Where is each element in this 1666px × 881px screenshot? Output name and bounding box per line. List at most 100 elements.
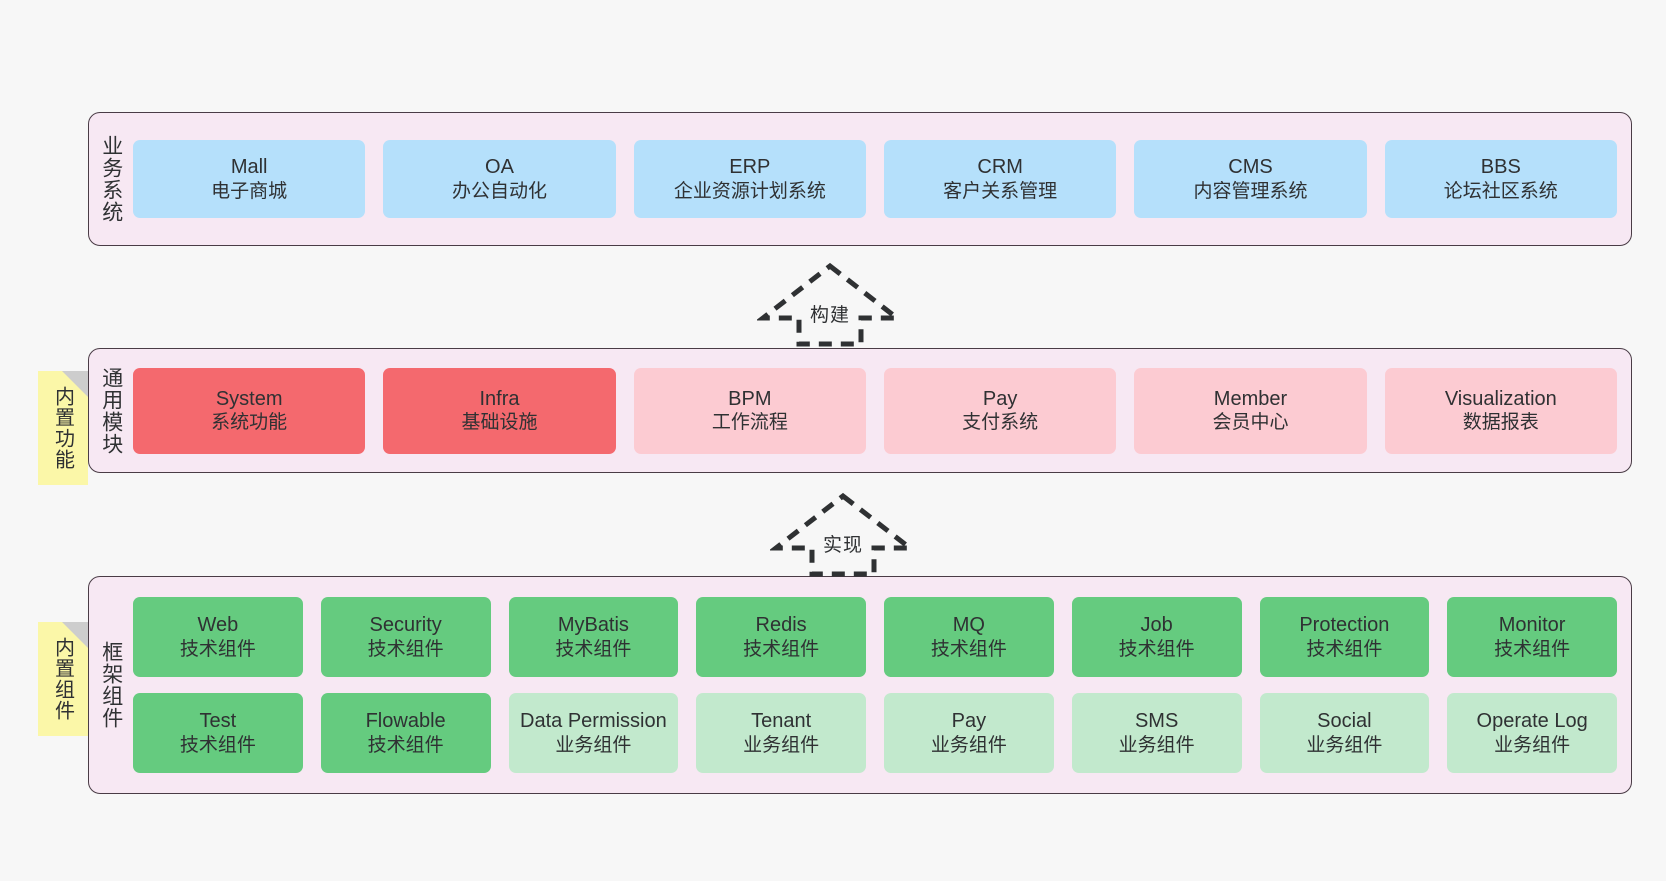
node-pay-component[interactable]: Pay 业务组件 xyxy=(884,693,1054,773)
node-title: Monitor xyxy=(1498,614,1566,637)
node-title: Security xyxy=(369,614,442,637)
node-redis[interactable]: Redis 技术组件 xyxy=(696,597,866,677)
node-row: Mall 电子商城 OA 办公自动化 ERP 企业资源计划系统 CRM 客户关系… xyxy=(133,140,1617,218)
node-title: ERP xyxy=(729,156,771,179)
node-subtitle: 电子商城 xyxy=(211,180,288,202)
layer-common-modules: 通用模块 System 系统功能 Infra 基础设施 BPM 工作流程 Pay… xyxy=(88,348,1632,473)
node-subtitle: 业务组件 xyxy=(1306,734,1383,756)
node-title: SMS xyxy=(1134,710,1179,733)
node-title: Tenant xyxy=(751,710,812,733)
node-tenant[interactable]: Tenant 业务组件 xyxy=(696,693,866,773)
connector-implement-arrow: 实现 xyxy=(770,492,916,578)
node-subtitle: 技术组件 xyxy=(930,638,1007,660)
layer-title-business-system: 业务系统 xyxy=(99,135,123,223)
node-web[interactable]: Web 技术组件 xyxy=(133,597,303,677)
node-title: Web xyxy=(197,614,239,637)
node-row: Web 技术组件 Security 技术组件 MyBatis 技术组件 Redi… xyxy=(133,597,1617,677)
node-subtitle: 支付系统 xyxy=(962,412,1039,434)
node-social[interactable]: Social 业务组件 xyxy=(1259,693,1430,773)
node-subtitle: 技术组件 xyxy=(743,638,820,660)
node-protection[interactable]: Protection 技术组件 xyxy=(1259,597,1430,677)
node-title: Test xyxy=(199,710,237,733)
node-subtitle: 技术组件 xyxy=(1118,638,1195,660)
node-subtitle: 技术组件 xyxy=(1494,638,1571,660)
node-cms[interactable]: CMS 内容管理系统 xyxy=(1134,140,1367,218)
node-title: Operate Log xyxy=(1476,710,1588,733)
node-operate-log[interactable]: Operate Log 业务组件 xyxy=(1447,693,1617,773)
node-title: CRM xyxy=(977,156,1023,179)
node-title: Pay xyxy=(982,387,1018,410)
node-subtitle: 业务组件 xyxy=(555,734,632,756)
node-title: MyBatis xyxy=(557,614,629,637)
layer-body-framework-components: Web 技术组件 Security 技术组件 MyBatis 技术组件 Redi… xyxy=(133,577,1631,793)
node-subtitle: 数据报表 xyxy=(1462,412,1539,434)
node-title: Social xyxy=(1317,710,1372,733)
node-subtitle: 内容管理系统 xyxy=(1193,180,1308,202)
layer-title-framework-components: 框架组件 xyxy=(99,641,123,729)
node-bpm[interactable]: BPM 工作流程 xyxy=(633,367,866,454)
note-fold-corner-icon xyxy=(62,371,88,397)
node-subtitle: 客户关系管理 xyxy=(943,180,1058,202)
node-title: Protection xyxy=(1299,614,1390,637)
node-title: Job xyxy=(1140,614,1173,637)
node-subtitle: 论坛社区系统 xyxy=(1443,180,1558,202)
node-subtitle: 基础设施 xyxy=(461,412,538,434)
node-title: OA xyxy=(485,156,514,179)
node-subtitle: 业务组件 xyxy=(930,734,1007,756)
node-test[interactable]: Test 技术组件 xyxy=(133,693,303,773)
node-title: Member xyxy=(1213,387,1288,410)
node-security[interactable]: Security 技术组件 xyxy=(320,597,491,677)
layer-framework-components: 框架组件 Web 技术组件 Security 技术组件 MyBatis 技术组件… xyxy=(88,576,1632,794)
node-infra[interactable]: Infra 基础设施 xyxy=(383,367,616,454)
node-crm[interactable]: CRM 客户关系管理 xyxy=(883,140,1117,218)
node-subtitle: 技术组件 xyxy=(1306,638,1383,660)
node-mq[interactable]: MQ 技术组件 xyxy=(884,597,1054,677)
node-subtitle: 技术组件 xyxy=(179,734,256,756)
node-subtitle: 业务组件 xyxy=(1118,734,1195,756)
node-title: CMS xyxy=(1228,156,1273,179)
node-subtitle: 办公自动化 xyxy=(451,180,547,202)
sticky-note-label: 内置功能 xyxy=(51,386,74,470)
node-mybatis[interactable]: MyBatis 技术组件 xyxy=(508,597,679,677)
sticky-note-builtin-function: 内置功能 xyxy=(38,371,88,485)
node-title: Pay xyxy=(951,710,987,733)
node-pay-module[interactable]: Pay 支付系统 xyxy=(883,367,1117,454)
node-subtitle: 会员中心 xyxy=(1212,412,1289,434)
node-subtitle: 技术组件 xyxy=(367,734,444,756)
layer-body-common-modules: System 系统功能 Infra 基础设施 BPM 工作流程 Pay 支付系统… xyxy=(133,349,1631,472)
node-mall[interactable]: Mall 电子商城 xyxy=(133,140,366,218)
layer-body-business-system: Mall 电子商城 OA 办公自动化 ERP 企业资源计划系统 CRM 客户关系… xyxy=(133,113,1631,245)
connector-build-arrow: 构建 xyxy=(757,262,903,348)
node-title: Flowable xyxy=(365,710,446,733)
node-title: Redis xyxy=(755,614,807,637)
node-subtitle: 企业资源计划系统 xyxy=(673,180,826,202)
node-sms[interactable]: SMS 业务组件 xyxy=(1071,693,1242,773)
layer-business-system: 业务系统 Mall 电子商城 OA 办公自动化 ERP 企业资源计划系统 CRM… xyxy=(88,112,1632,246)
sticky-note-builtin-component: 内置组件 xyxy=(38,622,88,736)
connector-build-label: 构建 xyxy=(809,305,850,326)
node-job[interactable]: Job 技术组件 xyxy=(1071,597,1242,677)
sticky-note-label: 内置组件 xyxy=(51,637,74,721)
node-monitor[interactable]: Monitor 技术组件 xyxy=(1447,597,1617,677)
node-system[interactable]: System 系统功能 xyxy=(133,367,366,454)
node-flowable[interactable]: Flowable 技术组件 xyxy=(320,693,491,773)
node-member[interactable]: Member 会员中心 xyxy=(1134,367,1367,454)
node-data-permission[interactable]: Data Permission 业务组件 xyxy=(508,693,679,773)
node-subtitle: 业务组件 xyxy=(1494,734,1571,756)
node-oa[interactable]: OA 办公自动化 xyxy=(383,140,616,218)
node-title: Mall xyxy=(230,156,268,179)
node-visualization[interactable]: Visualization 数据报表 xyxy=(1384,367,1617,454)
node-subtitle: 工作流程 xyxy=(711,412,788,434)
node-row: System 系统功能 Infra 基础设施 BPM 工作流程 Pay 支付系统… xyxy=(133,367,1617,454)
node-title: Infra xyxy=(479,387,520,410)
node-subtitle: 技术组件 xyxy=(367,638,444,660)
node-title: Data Permission xyxy=(520,710,667,733)
note-fold-corner-icon xyxy=(62,622,88,648)
node-subtitle: 业务组件 xyxy=(743,734,820,756)
layer-title-common-modules: 通用模块 xyxy=(99,366,123,455)
node-title: BBS xyxy=(1480,156,1521,179)
node-erp[interactable]: ERP 企业资源计划系统 xyxy=(633,140,866,218)
node-bbs[interactable]: BBS 论坛社区系统 xyxy=(1384,140,1617,218)
node-title: Visualization xyxy=(1444,387,1557,410)
